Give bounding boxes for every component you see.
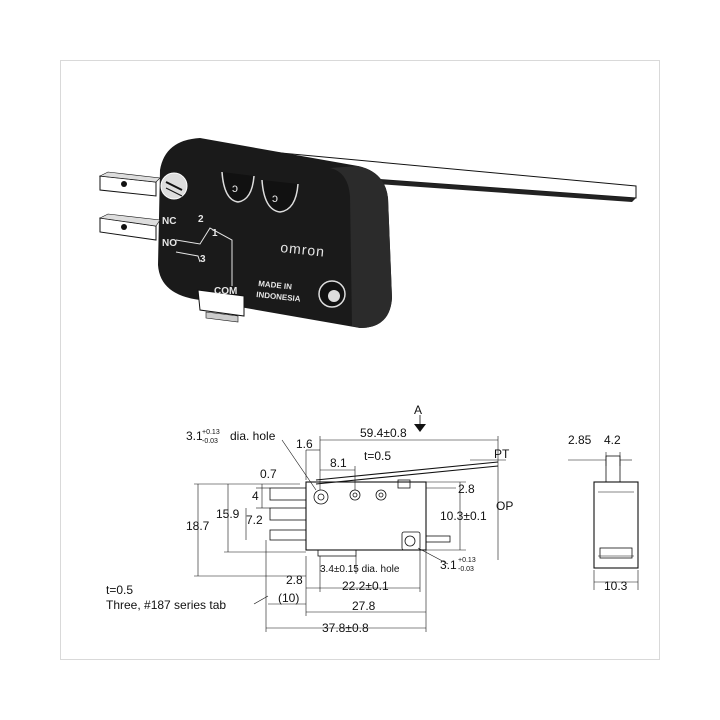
dim-mount-hole-tol-minus: -0.03 bbox=[202, 438, 218, 445]
rivet-right-icon bbox=[261, 179, 299, 213]
dim-op: OP bbox=[496, 499, 513, 513]
dim-right-hole-tol-plus: +0.13 bbox=[458, 557, 476, 564]
terminal-bottom bbox=[197, 289, 245, 317]
front-right-hole bbox=[404, 535, 416, 547]
dim-side-2-85: 2.85 bbox=[568, 433, 592, 447]
pin3-label: 3 bbox=[200, 254, 206, 265]
dim-small-hole: 3.4±0.15 dia. hole bbox=[320, 564, 400, 575]
dim-2-8-right: 2.8 bbox=[458, 482, 475, 496]
dim-2-8-bottom: 2.8 bbox=[286, 573, 303, 587]
front-mount-hole bbox=[313, 489, 329, 505]
dim-tab-note: Three, #187 series tab bbox=[106, 598, 226, 612]
com-label: COM bbox=[214, 286, 237, 297]
dim-8-1: 8.1 bbox=[330, 456, 347, 470]
dim-t-lever: t=0.5 bbox=[364, 449, 391, 463]
made-in-label: MADE IN bbox=[258, 279, 293, 292]
dim-4: 4 bbox=[252, 489, 259, 503]
dim-15-9: 15.9 bbox=[216, 507, 240, 521]
switch-photo: ɔ ɔ NC NO 2 1 3 COM omron MADE IN INDONE… bbox=[98, 138, 637, 328]
side-view: 2.85 4.2 10.3 bbox=[568, 433, 639, 593]
dim-mount-hole-tol-plus: +0.13 bbox=[202, 429, 220, 436]
dim-pt: PT bbox=[494, 447, 510, 461]
nc-label: NC bbox=[162, 216, 176, 227]
side-body-outline bbox=[593, 481, 639, 569]
dim-37-8: 37.8±0.8 bbox=[322, 621, 369, 635]
dim-tab-thickness: t=0.5 bbox=[106, 583, 133, 597]
dim-mount-hole: 3.1 bbox=[186, 429, 203, 443]
dim-22-2: 22.2±0.1 bbox=[342, 579, 389, 593]
brand-logo: omron bbox=[280, 239, 326, 260]
dim-18-7: 18.7 bbox=[186, 519, 210, 533]
dim-side-4-2: 4.2 bbox=[604, 433, 621, 447]
rivet-left-icon bbox=[221, 171, 255, 203]
pin1-label: 1 bbox=[212, 228, 218, 239]
dim-7-2: 7.2 bbox=[246, 513, 263, 527]
dim-right-hole: 3.1 bbox=[440, 558, 457, 572]
dim-10-3-height: 10.3±0.1 bbox=[440, 509, 487, 523]
dim-arrow-a: A bbox=[414, 403, 422, 417]
dim-0-7: 0.7 bbox=[260, 467, 277, 481]
svg-text:ɔ: ɔ bbox=[232, 181, 239, 195]
dim-mount-hole-suffix: dia. hole bbox=[230, 429, 276, 443]
dim-right-hole-tol-minus: -0.03 bbox=[458, 566, 474, 573]
dim-1-6: 1.6 bbox=[296, 437, 313, 451]
dim-side-10-3: 10.3 bbox=[604, 579, 628, 593]
dim-27-8: 27.8 bbox=[352, 599, 376, 613]
svg-text:ɔ: ɔ bbox=[272, 191, 279, 205]
no-label: NO bbox=[162, 238, 177, 249]
front-body-outline bbox=[305, 481, 427, 551]
front-view: 3.1 +0.13 -0.03 dia. hole 1.6 59.4±0.8 A… bbox=[106, 403, 513, 635]
dim-lever-length: 59.4±0.8 bbox=[360, 426, 407, 440]
dim-10-paren: (10) bbox=[278, 591, 299, 605]
pin2-label: 2 bbox=[198, 214, 204, 225]
